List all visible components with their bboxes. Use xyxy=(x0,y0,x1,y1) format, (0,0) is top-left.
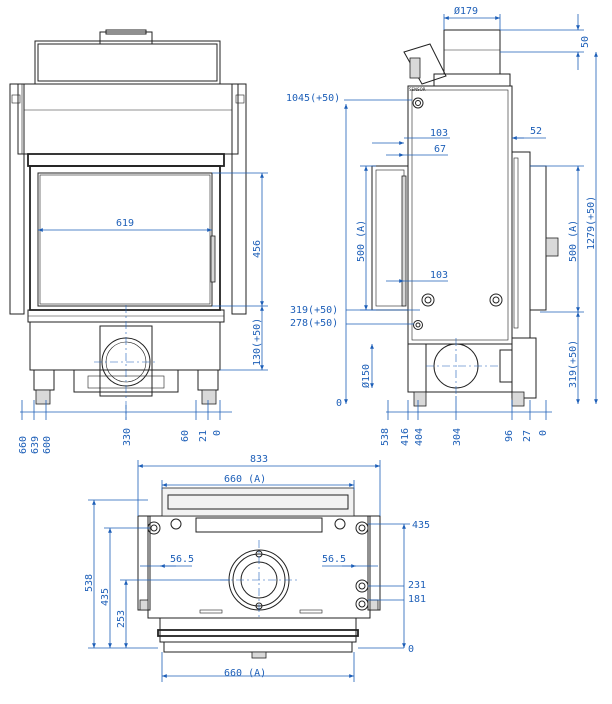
dim-flue-diameter: Ø179 xyxy=(454,5,478,17)
dim-103-top: 103 xyxy=(430,128,448,139)
dim-253: 253 xyxy=(116,610,127,628)
dim-435-left: 435 xyxy=(100,588,111,606)
front-bottom-2: 600 xyxy=(42,436,53,454)
dim-opening-width: 619 xyxy=(116,218,134,229)
front-bottom-6: 0 xyxy=(212,430,223,436)
front-bottom-1: 639 xyxy=(30,436,41,454)
side-view: Ø179 50 SENSOR xyxy=(286,5,598,446)
dim-319-right: 319(+50) xyxy=(568,340,579,388)
dim-zero-left: 0 xyxy=(336,398,342,409)
side-bottom-6: 0 xyxy=(538,430,549,436)
dim-flue-height: 50 xyxy=(580,36,591,48)
dim-278: 278(+50) xyxy=(290,318,338,329)
dim-67: 67 xyxy=(434,144,446,155)
dim-500-a-right: 500 (A) xyxy=(568,220,579,262)
dim-435-right: 435 xyxy=(412,520,430,531)
side-bottom-0: 538 xyxy=(380,428,391,446)
dim-inlet-diameter: Ø150 xyxy=(360,364,372,388)
dim-inner-bottom: 660 (A) xyxy=(224,668,266,679)
dim-zero-plan: 0 xyxy=(408,644,414,655)
side-bottom-2: 404 xyxy=(414,428,425,446)
front-view: 619 456 130(+50) 660 639 600 330 60 21 0 xyxy=(9,29,268,454)
front-bottom-4: 60 xyxy=(180,430,191,442)
dim-left-offset: 56.5 xyxy=(170,554,194,565)
dim-inner-top: 660 (A) xyxy=(224,474,266,485)
dim-total-height: 1279(+50) xyxy=(586,196,597,250)
front-bottom-3: 330 xyxy=(122,428,133,446)
sensor-label: SENSOR xyxy=(409,87,426,92)
dim-right-offset: 56.5 xyxy=(322,554,346,565)
dim-bottom-height: 130(+50) xyxy=(252,318,263,366)
dim-181: 181 xyxy=(408,594,426,605)
dim-319-left: 319(+50) xyxy=(290,305,338,316)
front-bottom-0: 660 xyxy=(18,436,29,454)
dim-231: 231 xyxy=(408,580,426,591)
dim-52: 52 xyxy=(530,126,542,137)
side-bottom-1: 416 xyxy=(400,428,411,446)
front-bottom-5: 21 xyxy=(198,430,209,442)
dim-opening-height: 456 xyxy=(252,240,263,258)
side-bottom-3: 304 xyxy=(452,428,463,446)
dim-plan-depth: 538 xyxy=(84,574,95,592)
plan-view: 833 660 (A) 56.5 56.5 660 (A) 538 435 25… xyxy=(84,454,430,682)
side-bottom-5: 27 xyxy=(522,430,533,442)
dim-500-a-left: 500 (A) xyxy=(356,220,367,262)
dim-connection-height: 1045(+50) xyxy=(286,93,340,104)
dim-plan-width: 833 xyxy=(250,454,268,465)
side-bottom-4: 96 xyxy=(504,430,515,442)
dim-103-mid: 103 xyxy=(430,270,448,281)
